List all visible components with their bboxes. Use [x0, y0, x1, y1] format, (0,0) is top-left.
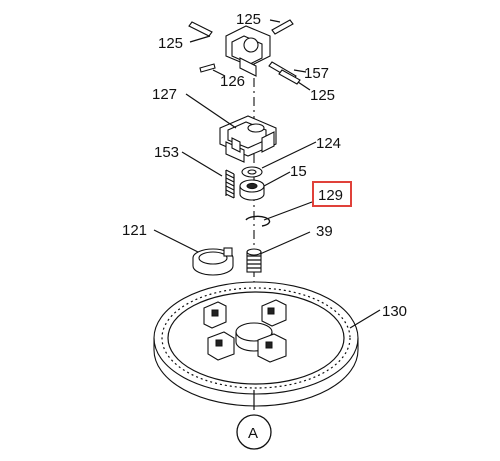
callout-126: 126	[220, 73, 245, 90]
view-marker-circle	[236, 414, 272, 450]
callout-153: 153	[154, 144, 179, 161]
callout-125-left: 125	[158, 35, 183, 52]
view-marker-a: A	[248, 425, 258, 442]
part-126-bracket	[225, 25, 271, 77]
part-39-gear	[246, 248, 262, 273]
callout-124: 124	[316, 135, 341, 152]
part-15-bearing	[239, 179, 265, 201]
callout-130: 130	[382, 303, 407, 320]
callout-129: 129	[318, 187, 343, 204]
part-121-clamp-ring	[192, 247, 234, 276]
part-129-snap-ring	[245, 215, 271, 227]
part-130-base-disk	[153, 281, 359, 407]
callout-125-top: 125	[236, 11, 261, 28]
part-125-pin-right	[278, 69, 301, 85]
callout-157: 157	[304, 65, 329, 82]
part-125-pin-left	[188, 21, 213, 37]
part-153-spring	[225, 169, 235, 199]
callout-129-highlight-box	[312, 181, 352, 207]
callout-125-right: 125	[310, 87, 335, 104]
callout-127: 127	[152, 86, 177, 103]
callout-121: 121	[122, 222, 147, 239]
part-126-small-pin	[199, 63, 216, 73]
part-124-washer	[241, 166, 263, 178]
leader-lines	[153, 19, 381, 410]
part-125-pin-top	[271, 19, 294, 35]
callout-15: 15	[290, 163, 307, 180]
callout-39: 39	[316, 223, 333, 240]
